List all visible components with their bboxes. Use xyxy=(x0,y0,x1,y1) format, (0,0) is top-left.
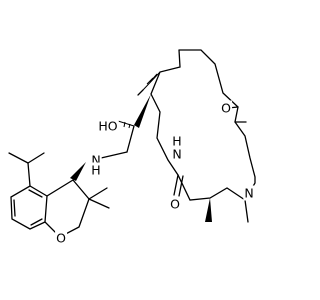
aromatic-double-3 xyxy=(30,218,43,226)
bonds xyxy=(70,71,249,223)
atom-label-background xyxy=(169,196,182,212)
aromatic-double-1 xyxy=(13,199,16,217)
macrocycle-ring xyxy=(150,49,256,201)
c-o-double-left xyxy=(178,175,184,197)
molecule-canvas: O O HO N H N N H O xyxy=(8,49,256,246)
atom-label-background xyxy=(171,146,183,162)
methyl-hash-bond xyxy=(142,71,161,91)
benzene-ring xyxy=(10,185,48,230)
atom-n-amide: N xyxy=(172,147,181,162)
atom-n-amine: N xyxy=(91,153,100,168)
c-o-bond-left xyxy=(173,174,179,196)
atom-o-chromane: O xyxy=(56,231,66,246)
atom-o-carbonyl-left: O xyxy=(170,197,180,212)
gem-methyl-1 xyxy=(88,187,108,200)
atom-label-background xyxy=(90,152,102,168)
aromatic-double-2 xyxy=(28,189,43,198)
methyl-bond xyxy=(137,89,144,96)
n-methyl-bond xyxy=(244,199,249,223)
carbinol-to-ch2 xyxy=(126,125,135,153)
n-to-c4-wedge xyxy=(70,162,86,181)
pyran-ring xyxy=(44,179,90,238)
atom-label-background xyxy=(171,133,183,149)
atom-n-methyl: N xyxy=(244,186,253,201)
atom-label-background xyxy=(90,162,102,178)
isopropyl-bond xyxy=(27,162,31,187)
hydroxyl-hash-bond xyxy=(117,120,135,129)
atom-label-background xyxy=(97,118,119,134)
atom-o-hydroxyl: HO xyxy=(98,119,117,134)
atom-labels: O O HO N H N N H O xyxy=(55,100,255,246)
isopropyl-me-1 xyxy=(8,152,29,164)
gem-methyl-2 xyxy=(88,198,110,209)
ring-bonds xyxy=(150,49,256,201)
structure-diagram: O O HO N H N N H O xyxy=(8,49,256,246)
atom-label-background xyxy=(220,100,233,116)
atom-n-amide-h: H xyxy=(172,134,181,149)
isopropyl-me-2 xyxy=(27,152,45,164)
atom-n-amine-h: H xyxy=(91,163,100,178)
atom-label-background xyxy=(55,230,68,246)
atom-o-carbonyl-top: O xyxy=(221,101,231,116)
ch2-to-n xyxy=(100,151,128,159)
atom-label-background xyxy=(243,185,255,201)
ring-to-carbinol-wedge xyxy=(134,94,151,128)
alpha-methyl-wedge xyxy=(205,198,212,222)
